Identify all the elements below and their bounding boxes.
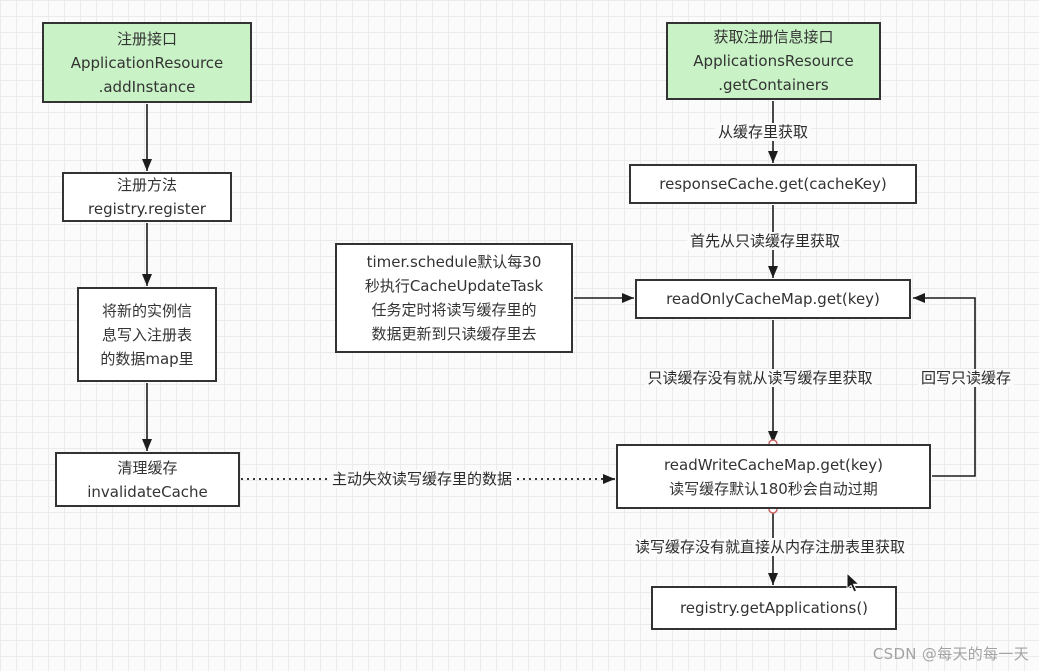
- node-get-containers-api: 获取注册信息接口 ApplicationsResource .getContai…: [666, 22, 881, 100]
- edge-label-read-write-fallback: 只读缓存没有就从读写缓存里获取: [644, 369, 876, 387]
- csdn-watermark: CSDN @每天的每一天: [872, 645, 1029, 663]
- node-read-write-cache: readWriteCacheMap.get(key) 读写缓存默认180秒会自动…: [616, 444, 931, 509]
- node-write-instance-line1: 将新的实例信: [101, 301, 192, 320]
- node-register-method-line1: 注册方法: [116, 176, 177, 194]
- edge-label-registry-fallback: 读写缓存没有就直接从内存注册表里获取: [631, 538, 909, 556]
- node-get-applications-line1: registry.getApplications(): [679, 599, 869, 617]
- edge-readwrite-writeback-to-readonly: [913, 293, 976, 477]
- node-read-write-cache-line2: 读写缓存默认180秒会自动过期: [669, 479, 878, 498]
- node-timer-task-line4: 数据更新到只读缓存里去: [371, 325, 537, 343]
- node-invalidate-cache: 清理缓存 invalidateCache: [55, 452, 240, 507]
- mouse-cursor-icon: [846, 572, 861, 593]
- node-register-api: 注册接口 ApplicationResource .addInstance: [42, 22, 252, 103]
- node-read-only-cache-line1: readOnlyCacheMap.get(key): [666, 290, 880, 308]
- node-timer-task-line1: timer.schedule默认每30: [366, 253, 542, 271]
- node-get-containers-api-line1: 获取注册信息接口: [713, 28, 834, 46]
- edge-label-write-back: 回写只读缓存: [917, 369, 1015, 387]
- node-register-api-line2: ApplicationResource: [70, 53, 224, 72]
- node-response-cache-line1: responseCache.get(cacheKey): [659, 175, 887, 193]
- node-timer-task-line3: 任务定时将读写缓存里的: [371, 301, 537, 319]
- edge-label-from-cache: 从缓存里获取: [714, 123, 812, 141]
- node-read-write-cache-line1: readWriteCacheMap.get(key): [663, 455, 884, 474]
- node-timer-task: timer.schedule默认每30 秒执行CacheUpdateTask 任…: [335, 243, 573, 353]
- node-get-applications: registry.getApplications(): [651, 586, 897, 630]
- node-get-containers-api-line2: ApplicationsResource: [693, 52, 854, 70]
- node-register-method: 注册方法 registry.register: [62, 172, 232, 222]
- edge-label-invalidate-note: 主动失效读写缓存里的数据: [328, 470, 516, 488]
- node-register-api-line1: 注册接口: [116, 29, 177, 48]
- node-register-method-line2: registry.register: [88, 200, 206, 218]
- node-response-cache: responseCache.get(cacheKey): [629, 164, 917, 204]
- node-register-api-line3: .addInstance: [98, 77, 196, 96]
- node-write-instance-line3: 的数据map里: [100, 349, 194, 368]
- node-get-containers-api-line3: .getContainers: [718, 76, 829, 94]
- node-invalidate-cache-line2: invalidateCache: [87, 482, 208, 501]
- edge-label-first-read-only: 首先从只读缓存里获取: [686, 232, 844, 250]
- node-timer-task-line2: 秒执行CacheUpdateTask: [364, 277, 544, 295]
- node-write-instance-line2: 息写入注册表: [101, 325, 192, 344]
- node-invalidate-cache-line1: 清理缓存: [117, 458, 178, 477]
- node-read-only-cache: readOnlyCacheMap.get(key): [635, 279, 911, 319]
- node-write-instance: 将新的实例信 息写入注册表 的数据map里: [77, 287, 217, 382]
